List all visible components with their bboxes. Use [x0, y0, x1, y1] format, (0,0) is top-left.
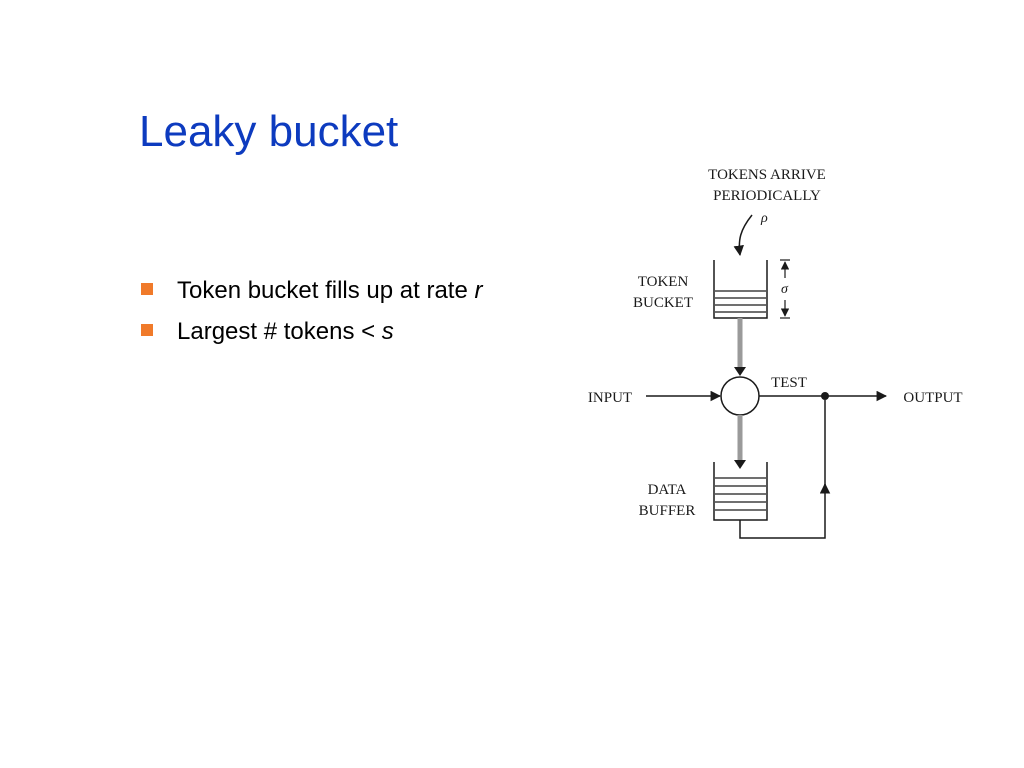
- bullet-variable: s: [381, 318, 394, 345]
- bullet-list: Token bucket fills up at rate r Largest …: [140, 270, 483, 352]
- sigma-dimension: [780, 259, 790, 319]
- token-bucket-diagram: TOKENS ARRIVE PERIODICALLY ρ TOKEN BUCKE…: [588, 167, 963, 539]
- data-buffer-label-line2: BUFFER: [639, 503, 696, 519]
- slide-title: Leaky bucket: [139, 107, 399, 156]
- token-bucket: [713, 260, 768, 319]
- data-buffer-label-line1: DATA: [648, 482, 687, 498]
- tokens-arrive-label-line1: TOKENS ARRIVE: [708, 167, 826, 183]
- data-buffer: [713, 462, 768, 521]
- feedback-loop: [739, 488, 826, 539]
- bullet-text: Largest # tokens <: [177, 318, 382, 345]
- test-to-buffer-arrowhead: [734, 460, 746, 469]
- output-label: OUTPUT: [903, 390, 962, 406]
- token-bucket-label-line1: TOKEN: [638, 274, 689, 290]
- bullet-text: Token bucket fills up at rate: [177, 277, 475, 304]
- sigma-symbol: σ: [781, 282, 789, 297]
- bucket-to-test-arrowhead: [734, 367, 746, 376]
- bullet-square-icon: [141, 324, 153, 336]
- test-node: [720, 376, 760, 416]
- tokens-arrive-label-line2: PERIODICALLY: [713, 188, 821, 204]
- token-arrival-arrow: [733, 214, 753, 257]
- token-bucket-label-line2: BUCKET: [633, 295, 693, 311]
- rho-symbol: ρ: [760, 211, 768, 226]
- input-label: INPUT: [588, 390, 632, 406]
- bullet-item: Largest # tokens < s: [140, 311, 483, 352]
- bullet-item: Token bucket fills up at rate r: [140, 270, 483, 311]
- bullet-variable: r: [474, 277, 483, 304]
- bullet-square-icon: [141, 283, 153, 295]
- test-label: TEST: [771, 375, 807, 391]
